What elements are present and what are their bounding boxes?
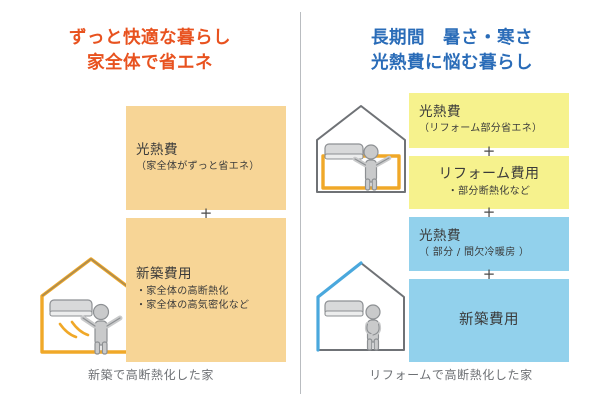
left-cost-box-utility: 光熱費 （家全体がずっと省エネ） (126, 106, 286, 210)
right-cost-box-utility-partial: 光熱費 （ 部分 / 間欠冷暖房 ） (409, 217, 569, 271)
right-cost-box-utility-partial-sub: （ 部分 / 間欠冷暖房 ） (419, 246, 530, 258)
left-panel-caption: 新築で高断熱化した家 (87, 368, 214, 382)
left-cost-box-construction-sub: ・家全体の高断熱化 ・家全体の高気密化など (136, 285, 250, 312)
house-uninsulated-cold-icon (313, 255, 409, 355)
right-plus-separator-2: + (482, 203, 496, 221)
right-plus-separator-1: + (482, 142, 496, 160)
right-plus-separator-3: + (482, 265, 496, 283)
right-panel-caption: リフォームで高断熱化した家 (369, 368, 533, 382)
right-cost-box-utility-reform: 光熱費 （リフォーム部分省エネ） (409, 93, 569, 148)
right-cost-box-construction: 新築費用 (409, 279, 569, 362)
right-cost-box-utility-reform-title: 光熱費 (419, 104, 461, 121)
right-cost-box-reform-title: リフォーム費用 (438, 165, 540, 182)
left-cost-box-utility-title: 光熱費 (136, 141, 178, 158)
left-cost-box-construction-title: 新築費用 (136, 266, 192, 283)
panel-divider (300, 12, 301, 394)
right-cost-stack: 光熱費 （リフォーム部分省エネ） + リフォーム費用 ・部分断熱化など + 光熱… (409, 93, 569, 362)
right-cost-box-utility-partial-title: 光熱費 (419, 227, 461, 244)
left-plus-separator: + (199, 204, 213, 222)
right-cost-box-reform: リフォーム費用 ・部分断熱化など (409, 156, 569, 209)
left-cost-box-utility-sub: （家全体がずっと省エネ） (136, 160, 260, 172)
left-cost-stack: 光熱費 （家全体がずっと省エネ） + 新築費用 ・家全体の高断熱化 ・家全体の高… (126, 106, 286, 362)
left-cost-box-construction: 新築費用 ・家全体の高断熱化 ・家全体の高気密化など (126, 218, 286, 362)
right-cost-box-utility-reform-sub: （リフォーム部分省エネ） (419, 123, 543, 135)
right-panel-title: 長期間 暑さ・寒さ 光熱費に悩む暮らし (371, 28, 533, 74)
house-partial-reform-icon (313, 100, 409, 196)
left-panel-title: ずっと快適な暮らし 家全体で省エネ (69, 28, 231, 74)
right-cost-box-reform-sub: ・部分断熱化など (447, 185, 531, 197)
right-cost-box-construction-title: 新築費用 (459, 311, 519, 328)
